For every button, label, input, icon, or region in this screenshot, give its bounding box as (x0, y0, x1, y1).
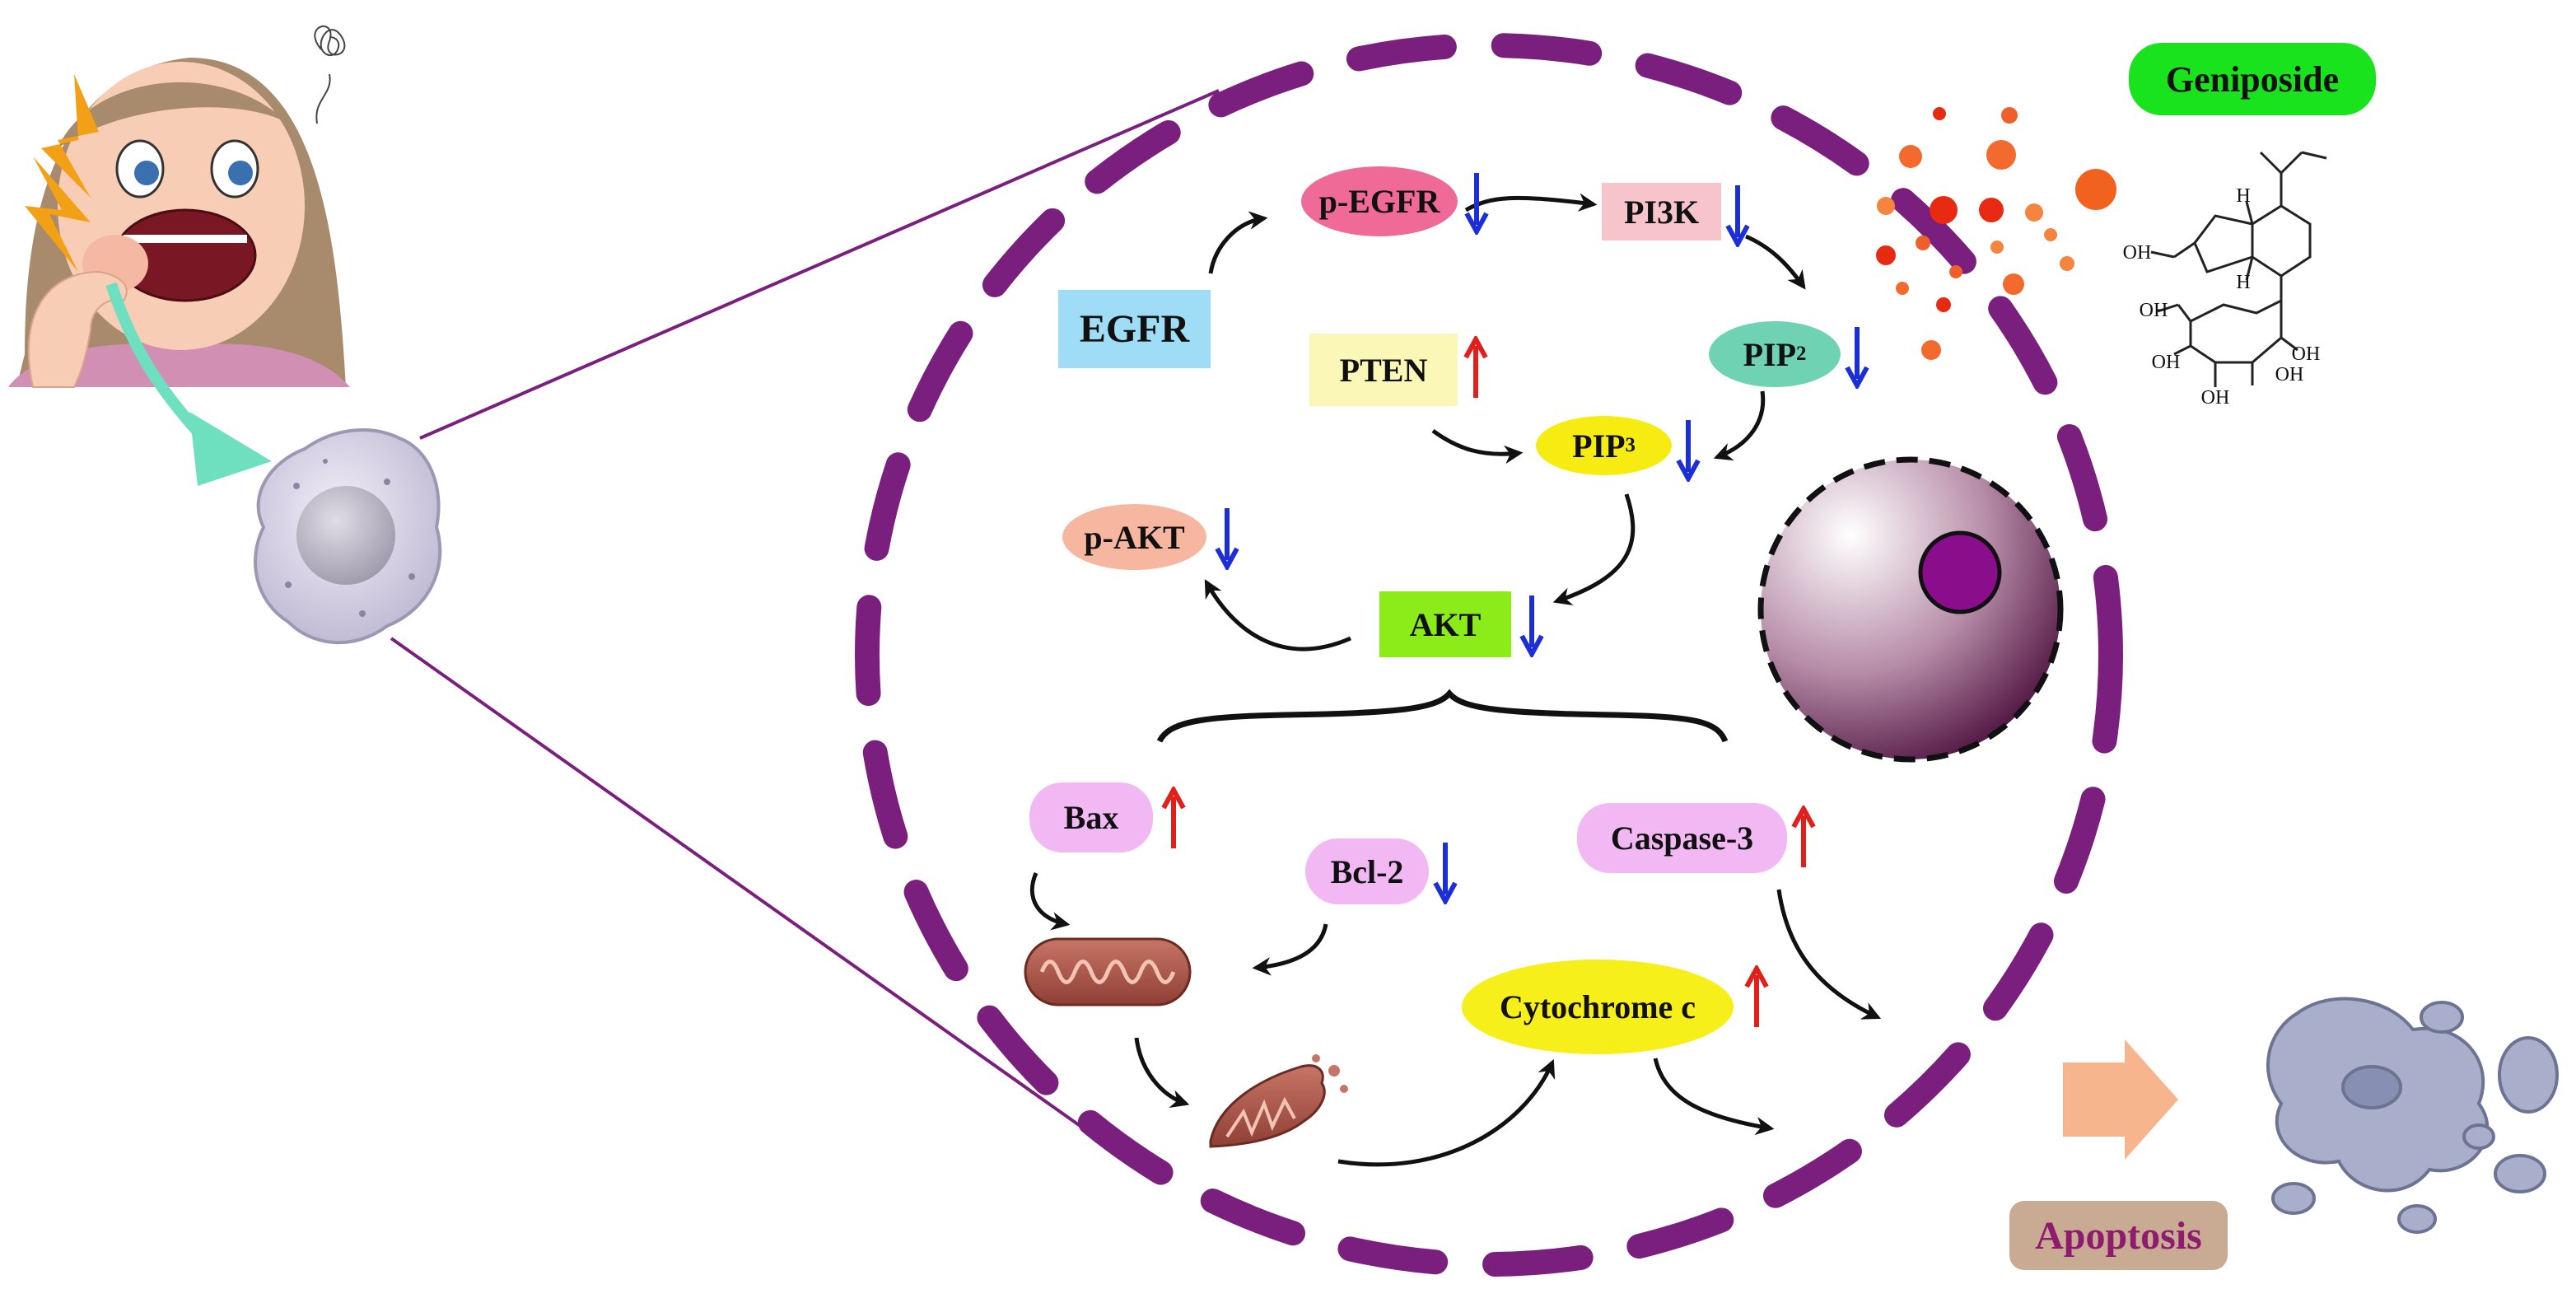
p-akt-node: p-AKT (1062, 504, 1206, 570)
egfr-node: EGFR (1058, 290, 1211, 368)
chem-h-1-text: H (2236, 184, 2251, 207)
pip2-label-base: PIP (1743, 335, 1797, 373)
geniposide-badge: Geniposide (2129, 43, 2376, 115)
akt-down-arrow (1519, 595, 1544, 657)
apoptosis-arrow (2063, 1039, 2178, 1160)
apoptosis-badge: Apoptosis (2009, 1201, 2228, 1270)
chem-oh-2-text: OH (2139, 299, 2168, 321)
pip3-label-base: PIP (1572, 427, 1626, 465)
chem-oh-1-text: OH (2122, 241, 2152, 264)
cytochrome-c-label: Cytochrome c (1499, 988, 1696, 1025)
p-akt-down-arrow (1215, 508, 1239, 570)
chem-oh-3: OH (2145, 350, 2186, 375)
pten-up-arrow (1463, 336, 1488, 398)
nucleus (1757, 456, 2064, 763)
akt-node: AKT (1379, 591, 1511, 657)
chem-oh-5: OH (2269, 362, 2310, 387)
immune-cell (254, 428, 442, 644)
geniposide-label: Geniposide (2165, 58, 2340, 100)
curly-brace (1156, 689, 1729, 743)
bax-up-arrow (1161, 787, 1186, 848)
apoptotic-cell (2266, 997, 2559, 1234)
egfr-label: EGFR (1079, 307, 1190, 351)
apoptosis-label: Apoptosis (2035, 1213, 2202, 1258)
akt-label: AKT (1409, 605, 1482, 643)
damaged-mitochondrion (1209, 1054, 1348, 1148)
bax-label: Bax (1063, 799, 1119, 836)
bcl2-node: Bcl-2 (1305, 838, 1429, 904)
girl-illustration (8, 26, 350, 486)
caspase3-label: Caspase-3 (1610, 820, 1754, 857)
pathway-arrows (1029, 193, 1882, 1167)
caspase3-up-arrow (1791, 806, 1816, 867)
chem-oh-4: OH (2195, 385, 2236, 410)
cytochrome-c-up-arrow (1744, 965, 1769, 1027)
pip2-down-arrow (1845, 327, 1869, 389)
mitochondrion (1024, 937, 1192, 1006)
chem-oh-6-text: OH (2291, 343, 2321, 365)
pip2-label-sub: 2 (1796, 343, 1807, 365)
pi3k-label: PI3K (1623, 193, 1700, 231)
bcl2-label: Bcl-2 (1330, 852, 1404, 890)
caspase3-node: Caspase-3 (1577, 803, 1787, 873)
p-egfr-label: p-EGFR (1318, 183, 1440, 220)
geniposide-structure (2150, 151, 2327, 387)
pip3-down-arrow (1676, 420, 1701, 482)
p-egfr-node: p-EGFR (1301, 166, 1458, 236)
pi3k-node: PI3K (1602, 183, 1721, 241)
geniposide-particles (1876, 107, 2116, 360)
bcl2-down-arrow (1433, 843, 1458, 904)
cytochrome-c-node: Cytochrome c (1462, 960, 1734, 1054)
chem-oh-5-text: OH (2275, 363, 2304, 385)
chem-oh-4-text: OH (2200, 386, 2230, 409)
p-akt-label: p-AKT (1084, 518, 1185, 556)
chem-oh-6: OH (2285, 342, 2326, 367)
cell-membrane (855, 33, 2123, 1277)
pi3k-down-arrow (1725, 185, 1750, 247)
chem-oh-1: OH (2116, 241, 2158, 265)
chem-h-1: H (2233, 185, 2253, 207)
chem-h-2-text: H (2236, 271, 2251, 293)
pten-node: PTEN (1309, 334, 1458, 406)
pip3-label-sub: 3 (1625, 434, 1636, 456)
pten-label: PTEN (1339, 351, 1428, 389)
zoom-lines (390, 89, 1220, 1138)
chem-oh-2: OH (2133, 298, 2174, 323)
bax-node: Bax (1029, 782, 1153, 852)
chem-h-2: H (2233, 272, 2253, 293)
chem-oh-3-text: OH (2151, 351, 2181, 373)
p-egfr-down-arrow (1464, 173, 1489, 235)
